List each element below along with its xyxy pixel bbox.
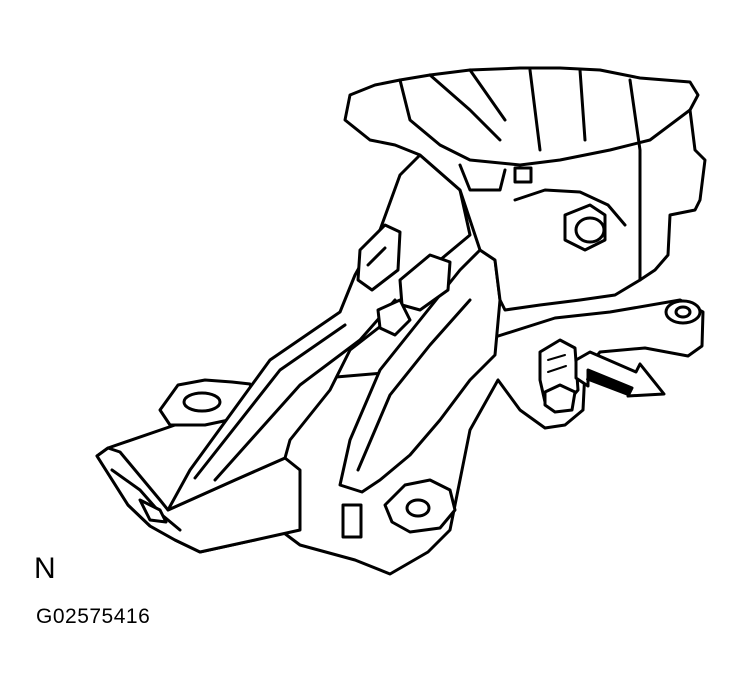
side-slot (356, 223, 402, 292)
frame-diagonal-rib (428, 68, 507, 142)
frame-top-rib (398, 78, 692, 167)
side-clip (376, 298, 412, 337)
tray-slot (138, 498, 168, 524)
release-direction-arrow-shade (586, 370, 632, 396)
upper-frame (343, 66, 707, 312)
release-clip-detail (547, 354, 567, 373)
frame-notch (458, 163, 507, 192)
pivot-arc-plate (513, 188, 627, 227)
arm-inner-line (193, 323, 347, 480)
position-label: N (34, 552, 56, 585)
frame-square-tab (513, 166, 533, 184)
rear-mount-hole (674, 305, 692, 319)
pivot-post-top (574, 216, 606, 244)
release-clip (543, 383, 577, 414)
side-slot-inner (366, 246, 387, 267)
tray-inner-edge (110, 468, 182, 532)
rear-mount-boss (664, 299, 702, 325)
figure-code: G02575416 (36, 605, 151, 628)
front-mount-pad (383, 478, 457, 534)
front-mount-hole (405, 498, 431, 518)
frame-vertical-rib (528, 68, 642, 282)
left-mount-slot (182, 391, 222, 413)
column-edge-line (356, 298, 472, 472)
front-tab (341, 503, 363, 539)
arm-inner-line-2 (213, 298, 397, 482)
